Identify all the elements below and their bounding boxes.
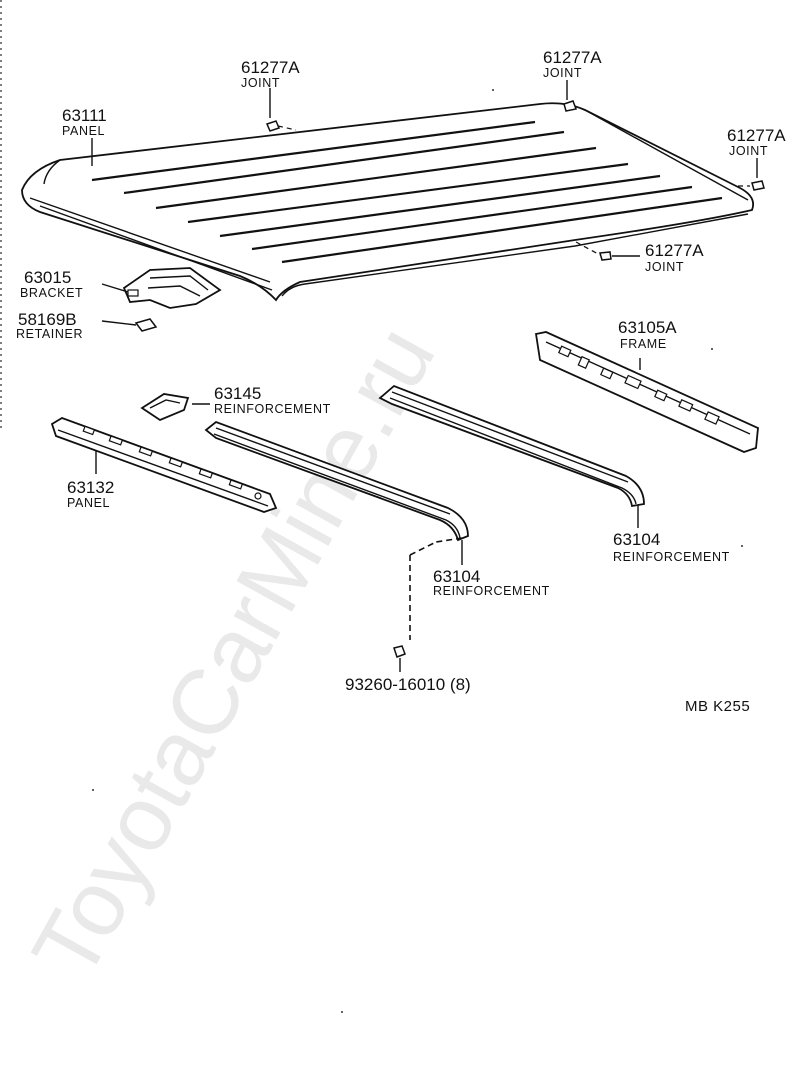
part-name: JOINT (241, 76, 280, 90)
part-number: 63104 (433, 567, 480, 586)
label-joint-lower: 61277A JOINT (645, 241, 704, 274)
label-reinforcement-rear: 63104 REINFORCEMENT (613, 530, 730, 564)
diagram-code: MB K255 (685, 698, 750, 715)
retainer-drawing (134, 318, 158, 332)
label-reinforcement-small: 63145 REINFORCEMENT (214, 384, 331, 416)
part-number: 61277A (543, 48, 602, 67)
reinforcement-rear-drawing (378, 384, 645, 508)
part-number: 63132 (67, 478, 114, 497)
reinforcement-front-drawing (204, 420, 469, 542)
reinforcement-small-drawing (140, 393, 190, 422)
part-number: 58169B (18, 310, 77, 329)
part-number: 61277A (727, 126, 786, 145)
bolt-drawing (393, 645, 406, 658)
part-name: REINFORCEMENT (433, 584, 550, 598)
label-bolt: 93260-16010 (8) (345, 675, 471, 694)
part-number: 63015 (24, 268, 71, 287)
label-retainer: 58169B RETAINER (16, 310, 83, 341)
speck (341, 1011, 343, 1013)
speck (711, 348, 713, 350)
leader-lines (91, 80, 758, 672)
label-joint-right: 61277A JOINT (727, 126, 786, 158)
speck (92, 789, 94, 791)
part-name: PANEL (62, 124, 105, 138)
roof-panel-drawing (21, 102, 755, 302)
part-number: 63105A (618, 318, 677, 337)
part-number: 63145 (214, 384, 261, 403)
label-bracket: 63015 BRACKET (20, 268, 83, 300)
part-name: JOINT (543, 66, 582, 80)
part-name: REINFORCEMENT (214, 402, 331, 416)
frame-drawing (534, 331, 759, 453)
part-number: 93260-16010 (8) (345, 675, 471, 694)
side-panel-drawing (50, 417, 278, 513)
label-roof-panel: 63111 PANEL (62, 106, 107, 138)
part-name: PANEL (67, 496, 110, 510)
label-reinforcement-front: 63104 REINFORCEMENT (433, 567, 550, 598)
label-joint-top-left: 61277A JOINT (241, 58, 300, 90)
label-frame: 63105A FRAME (618, 318, 677, 351)
part-number: 63104 (613, 530, 660, 549)
joint-clips-drawing (265, 100, 765, 261)
label-joint-top-right: 61277A JOINT (543, 48, 602, 80)
part-name: FRAME (620, 337, 667, 351)
part-number: 63111 (62, 106, 107, 125)
bracket-drawing (122, 267, 222, 309)
part-name: BRACKET (20, 286, 83, 300)
part-name: JOINT (645, 260, 684, 274)
label-side-panel: 63132 PANEL (67, 478, 114, 510)
part-name: RETAINER (16, 327, 83, 341)
part-name: REINFORCEMENT (613, 550, 730, 564)
speck (492, 89, 494, 91)
part-number: 61277A (645, 241, 704, 260)
part-name: JOINT (729, 144, 768, 158)
speck (741, 545, 743, 547)
part-number: 61277A (241, 58, 300, 77)
